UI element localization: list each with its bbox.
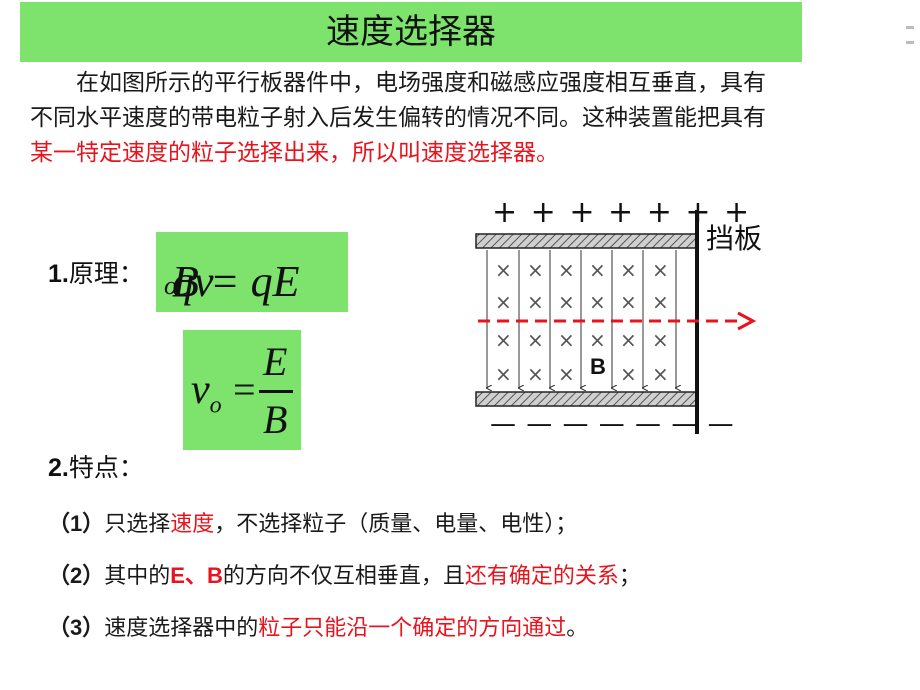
feature-2-highlight: 还有确定的关系	[464, 564, 619, 589]
formula1-right: B = qE	[172, 257, 300, 306]
field-cross-icon: ×	[495, 258, 512, 282]
intro-text-1: 在如图所示的平行板器件中，电场强度和磁感应强度相互垂直，具有不同水平速度的带电粒…	[30, 70, 766, 131]
field-cross-icon: ×	[589, 290, 606, 314]
title-banner	[20, 2, 802, 62]
feature-2-text: 其中的	[104, 564, 171, 589]
feature-2-mid: 的方向不仅互相垂直，且	[222, 564, 465, 589]
principle-number: 1.	[48, 260, 69, 288]
feature-1-highlight: 速度	[170, 512, 215, 537]
features-heading: 2.特点：	[48, 448, 144, 484]
intro-text-3: 速度选择器。	[421, 140, 559, 166]
field-cross-icon: ×	[620, 290, 637, 314]
field-label-bg	[586, 353, 610, 377]
field-cross-icon: ×	[589, 258, 606, 282]
principle-label: 原理：	[68, 259, 144, 288]
feature-3-end: 。	[566, 616, 589, 641]
feature-item-1: （1）只选择速度，不选择粒子（质量、电量、电性）；	[48, 506, 577, 538]
intro-text-highlight: 某一特定速度的粒子选择出来，所以叫	[30, 140, 421, 166]
features-number: 2.	[48, 454, 69, 482]
field-cross-icon: ×	[558, 290, 575, 314]
field-cross-icon: ×	[652, 328, 669, 352]
feature-2-end: ；	[618, 564, 641, 589]
field-cross-icon: ×	[495, 362, 512, 386]
feature-2-eb: E、B	[170, 563, 223, 588]
magnetic-field-crosses: × × × × × × × × × × × × × × × × × × × × × × ×	[495, 258, 669, 386]
formula1-left: qv	[172, 257, 214, 306]
feature-2-number: （2）	[48, 563, 105, 588]
field-cross-icon: ×	[527, 258, 544, 282]
principle-heading: 1.原理：	[48, 254, 144, 290]
field-cross-icon: ×	[558, 328, 575, 352]
field-cross-icon: ×	[558, 362, 575, 386]
electric-field-lines	[487, 250, 676, 388]
field-cross-icon: ×	[527, 328, 544, 352]
field-cross-icon: ×	[620, 258, 637, 282]
field-label: B	[590, 354, 606, 379]
negative-charges: — — — — — — —	[490, 409, 735, 439]
corner-mark	[906, 26, 914, 44]
formula2-eq: =	[233, 367, 256, 412]
field-cross-icon: ×	[652, 362, 669, 386]
positive-charges: + + + + + + +	[492, 195, 751, 230]
feature-item-3: （3）速度选择器中的粒子只能沿一个确定的方向通过。	[48, 610, 588, 642]
formula2-denominator: B	[263, 397, 288, 442]
particle-arrow-icon	[737, 311, 757, 331]
bottom-plate	[475, 391, 697, 407]
formula1-sub: o	[164, 270, 177, 300]
field-cross-icon: ×	[495, 290, 512, 314]
feature-1-text: 只选择	[104, 512, 171, 537]
field-cross-icon: ×	[527, 290, 544, 314]
field-cross-icon: ×	[558, 258, 575, 282]
feature-1-rest: ，不选择粒子（质量、电量、电性）；	[214, 512, 578, 537]
baffle-label: 挡板	[706, 222, 762, 255]
features-label: 特点：	[68, 453, 144, 482]
formula2-sub: o	[209, 392, 222, 419]
formula2-numerator: E	[263, 339, 288, 384]
field-cross-icon: ×	[620, 328, 637, 352]
field-cross-icon: ×	[652, 258, 669, 282]
fraction-bar	[259, 390, 293, 393]
feature-3-highlight: 粒子只能沿一个确定的方向通过	[258, 616, 567, 641]
formula-velocity: vo = E B	[183, 330, 301, 450]
field-cross-icon: ×	[589, 328, 606, 352]
feature-3-text: 速度选择器中的	[104, 616, 259, 641]
formula2-v: v	[191, 367, 210, 413]
feature-1-number: （1）	[48, 511, 105, 536]
intro-paragraph: 在如图所示的平行板器件中，电场强度和磁感应强度相互垂直，具有不同水平速度的带电粒…	[30, 66, 775, 171]
feature-3-number: （3）	[48, 615, 105, 640]
field-cross-icon: ×	[527, 362, 544, 386]
field-cross-icon: ×	[620, 362, 637, 386]
page-title: 速度选择器	[326, 12, 496, 52]
top-plate	[475, 233, 697, 249]
field-cross-icon: ×	[495, 328, 512, 352]
field-cross-icon: ×	[652, 290, 669, 314]
feature-item-2: （2）其中的E、B的方向不仅互相垂直，且还有确定的关系；	[48, 558, 641, 590]
